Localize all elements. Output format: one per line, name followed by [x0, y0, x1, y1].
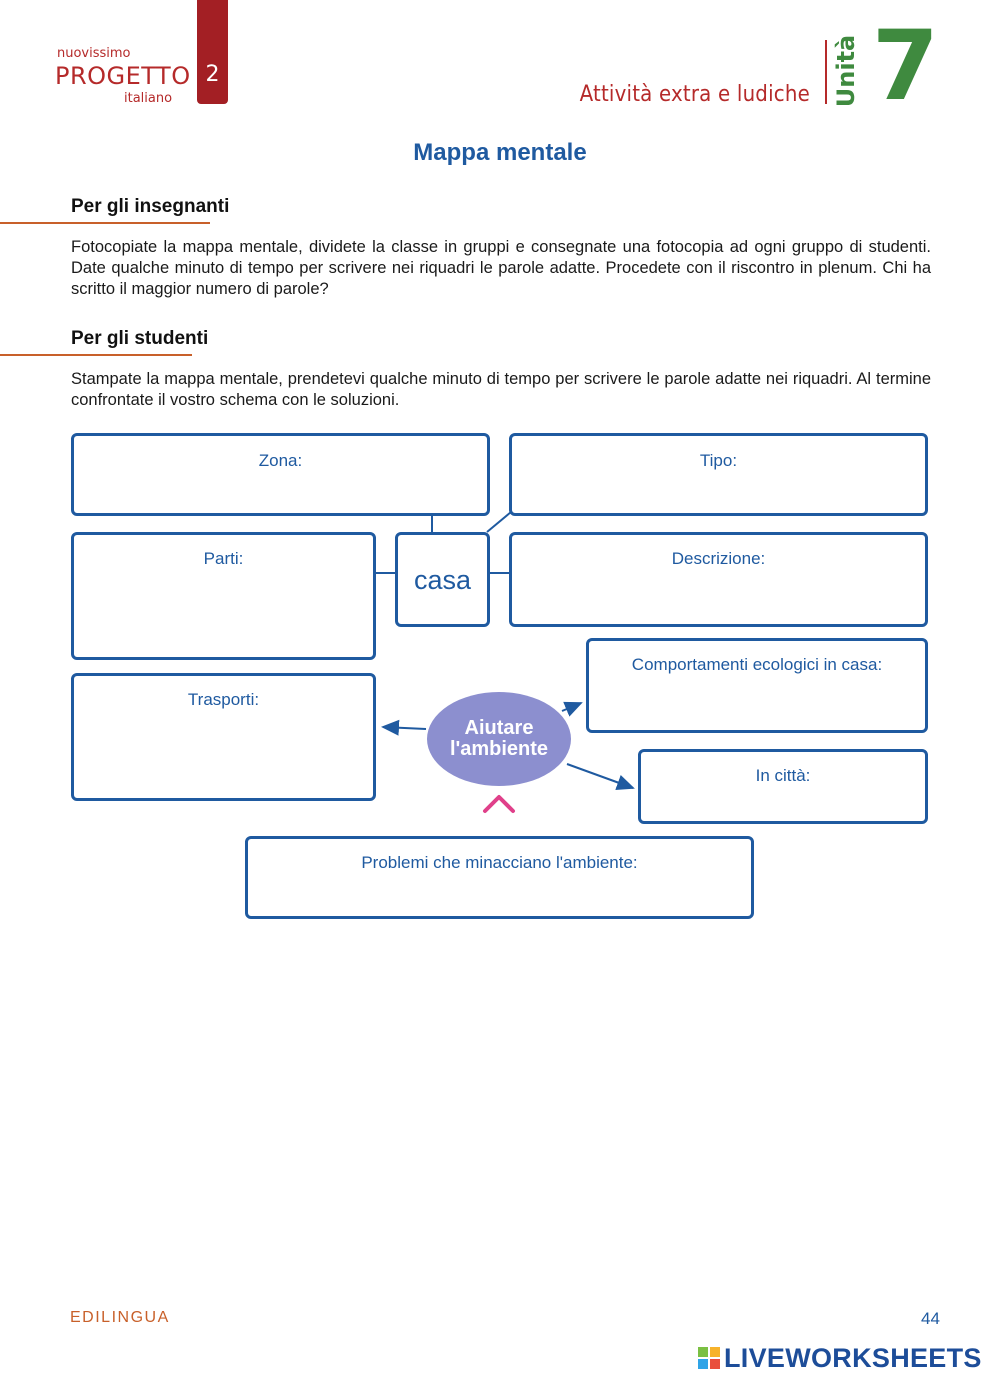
up-arrow-icon — [483, 795, 515, 827]
liveworksheets-logo-icon — [698, 1347, 720, 1369]
citta-label: In città: — [755, 766, 811, 785]
ellipse-line-1: Aiutare — [464, 717, 534, 739]
descrizione-label: Descrizione: — [671, 549, 766, 568]
publisher-brand: EDILINGUA — [70, 1309, 170, 1326]
header-section-title: Attività extra e ludiche — [579, 82, 810, 107]
tipo-label: Tipo: — [699, 451, 738, 470]
trasporti-label: Trasporti: — [187, 690, 260, 709]
casa-box: casa — [395, 532, 490, 627]
logo: nuovissimo PROGETTO italiano — [55, 45, 190, 110]
liveworksheets-watermark[interactable]: LIVEWORKSHEETS — [724, 1343, 982, 1373]
header-divider — [825, 40, 827, 104]
students-text: Stampate la mappa mentale, prendetevi qu… — [71, 370, 931, 409]
logo-main-text: PROGETTO — [55, 62, 191, 90]
comportamenti-label: Comportamenti ecologici in casa: — [631, 655, 883, 674]
unit-number: 7 — [872, 10, 939, 122]
parti-label: Parti: — [203, 549, 244, 568]
students-heading: Per gli studenti — [71, 328, 209, 349]
aiutare-ambiente-node: Aiutare l'ambiente — [427, 692, 571, 786]
teachers-text: Fotocopiate la mappa mentale, dividete l… — [71, 238, 931, 298]
citta-box[interactable]: In città: — [638, 749, 928, 824]
page-number: 44 — [921, 1309, 940, 1328]
teachers-heading: Per gli insegnanti — [71, 196, 230, 217]
logo-bottom-text: italiano — [124, 91, 173, 106]
teachers-heading-rule — [0, 222, 210, 224]
students-heading-rule — [0, 354, 192, 356]
problemi-box[interactable]: Problemi che minacciano l'ambiente: — [245, 836, 754, 919]
descrizione-box[interactable]: Descrizione: — [509, 532, 928, 627]
zona-label: Zona: — [258, 451, 303, 470]
problemi-label: Problemi che minacciano l'ambiente: — [361, 853, 638, 872]
parti-box[interactable]: Parti: — [71, 532, 376, 660]
trasporti-box[interactable]: Trasporti: — [71, 673, 376, 801]
logo-top-text: nuovissimo — [57, 46, 131, 61]
comportamenti-box[interactable]: Comportamenti ecologici in casa: — [586, 638, 928, 733]
tipo-box[interactable]: Tipo: — [509, 433, 928, 516]
casa-label: casa — [413, 565, 472, 595]
zona-box[interactable]: Zona: — [71, 433, 490, 516]
volume-tab: 2 — [197, 0, 228, 104]
ellipse-line-2: l'ambiente — [449, 738, 549, 760]
page-title: Mappa mentale — [413, 139, 587, 166]
volume-number: 2 — [205, 62, 220, 87]
